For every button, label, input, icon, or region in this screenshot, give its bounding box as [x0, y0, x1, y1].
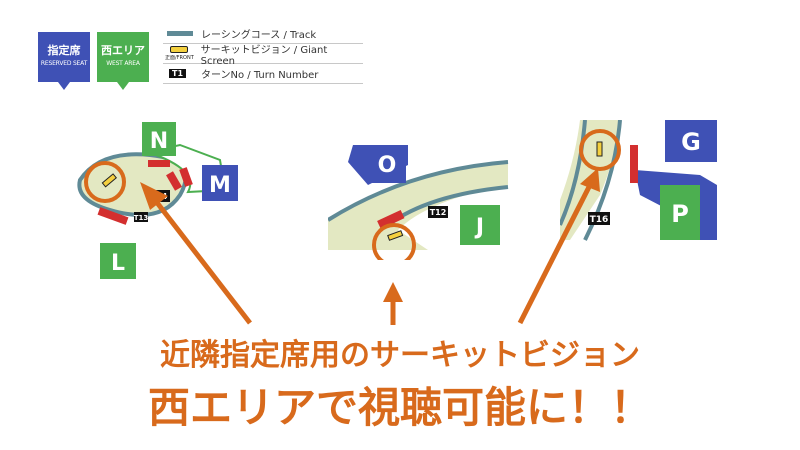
highlight-circle — [372, 223, 416, 260]
arrow-right — [517, 183, 593, 325]
badge-pointer — [117, 82, 129, 90]
zone-n-label: N — [150, 129, 168, 154]
track-shape — [560, 120, 587, 226]
caption-line-1: 近隣指定席用のサーキットビジョン — [160, 338, 640, 373]
zone-p — [660, 185, 700, 240]
zone-p-label: P — [671, 200, 689, 228]
giant-screen-symbol: 正面/FRONT — [165, 46, 194, 61]
turn-label: T13 — [134, 214, 149, 222]
turn-number-symbol: T1 — [169, 69, 187, 78]
legend-screen-row: 正面/FRONT サーキットビジョン / Giant Screen — [163, 44, 363, 67]
zone-g-label: G — [681, 128, 701, 156]
legend-screen-label: サーキットビジョン / Giant Screen — [200, 44, 328, 67]
reserved-seat-badge: 指定席 RESERVED SEAT — [38, 32, 90, 90]
badge-pointer — [58, 82, 70, 90]
zone-j — [460, 205, 500, 245]
screen-front-label: 正面/FRONT — [165, 55, 194, 61]
reserved-seat-label: 指定席 — [47, 44, 81, 57]
giant-screen-icon — [387, 230, 404, 241]
west-area-label: 西エリア — [101, 44, 145, 57]
grandstand — [166, 171, 182, 191]
turn-marker — [588, 212, 610, 225]
zone-o-label: O — [378, 153, 397, 178]
zone-n — [142, 122, 176, 156]
caption-line-2: 西エリアで視聴可能に！！ — [147, 383, 652, 432]
track-shape — [583, 120, 622, 241]
turn-label: T12 — [430, 208, 447, 217]
arrow-left — [153, 198, 252, 325]
west-area-sublabel: WEST AREA — [106, 60, 140, 67]
legend-track-label: レーシングコース / Track — [201, 30, 317, 41]
arrow-center-head — [383, 282, 403, 302]
arrow-right-head — [580, 168, 600, 192]
track-shape — [328, 160, 509, 222]
arrow-left-head — [140, 182, 168, 210]
grandstand — [97, 207, 129, 225]
grandstand — [179, 167, 193, 187]
zone-l — [100, 243, 136, 279]
grandstand — [377, 209, 405, 230]
zone-m-label: M — [209, 173, 231, 198]
legend-turn-row: T1 ターンNo / Turn Number — [163, 64, 363, 84]
reserved-seat-sublabel: RESERVED SEAT — [40, 60, 88, 67]
grandstand — [630, 145, 638, 183]
map-legend: レーシングコース / Track 正面/FRONT サーキットビジョン / Gi… — [163, 24, 363, 84]
zone-m — [202, 165, 238, 201]
grandstand — [148, 160, 170, 167]
giant-screen-icon — [101, 173, 117, 188]
zone-g — [665, 120, 717, 162]
zone-l-label: L — [111, 251, 125, 276]
highlight-circle — [579, 129, 621, 171]
turn-label: T16 — [590, 215, 609, 225]
zone-o — [368, 145, 406, 183]
ground-area — [328, 160, 508, 250]
highlight-circle — [84, 161, 126, 203]
turn-marker — [134, 212, 148, 222]
turn-marker — [428, 206, 448, 218]
legend-turn-label: ターンNo / Turn Number — [201, 70, 319, 81]
track-symbol — [167, 31, 193, 36]
legend-track-row: レーシングコース / Track — [163, 24, 363, 44]
west-area-badge: 西エリア WEST AREA — [97, 32, 149, 90]
zone-j-label: J — [474, 215, 484, 240]
map-center-section: O J T12 — [328, 145, 509, 260]
giant-screen-icon — [596, 141, 603, 157]
